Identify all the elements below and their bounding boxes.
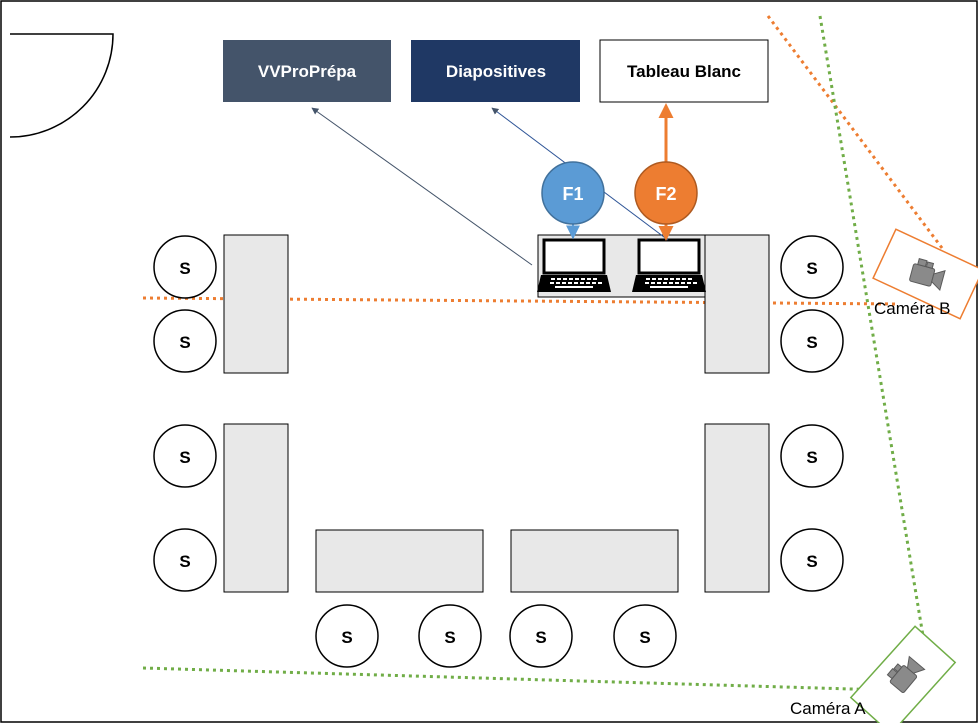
screen-tableau-blanc: Tableau Blanc <box>599 39 769 103</box>
screen-vvpropepa: VVProPrépa <box>223 40 391 102</box>
table-bottom-left <box>315 529 484 593</box>
seat-label: S <box>179 552 190 571</box>
table-bottom-right <box>510 529 679 593</box>
arrow-laptop-to-vvpropepa <box>311 107 533 266</box>
seat-label: S <box>444 628 455 647</box>
seat-label: S <box>806 448 817 467</box>
laptop-icon <box>630 238 708 294</box>
screen-vvpropepa-label: VVProPrépa <box>258 62 357 81</box>
seat: S <box>418 604 482 668</box>
seat-label: S <box>179 259 190 278</box>
seat: S <box>613 604 677 668</box>
seat-label: S <box>179 448 190 467</box>
seat-label: S <box>341 628 352 647</box>
seats: S S S S S S S S S S S S <box>153 235 844 668</box>
camera-b-label: Caméra B <box>874 299 951 318</box>
seat: S <box>153 235 217 299</box>
table-right-bottom <box>704 423 770 593</box>
camera-a-sightlines <box>142 15 929 692</box>
table-left-top <box>223 234 289 374</box>
seat: S <box>153 309 217 373</box>
camera-b <box>872 228 978 320</box>
seat: S <box>315 604 379 668</box>
screen-tableau-blanc-label: Tableau Blanc <box>627 62 741 81</box>
seat-label: S <box>806 552 817 571</box>
seat: S <box>780 235 844 299</box>
seat: S <box>153 528 217 592</box>
facilitator-f1-label: F1 <box>562 184 583 204</box>
door-swing <box>9 33 114 138</box>
seat: S <box>780 309 844 373</box>
laptop-icon <box>535 238 613 294</box>
seat-label: S <box>535 628 546 647</box>
table-left-bottom <box>223 423 289 593</box>
screen-diapositives: Diapositives <box>411 40 580 102</box>
seat: S <box>780 528 844 592</box>
seat-label: S <box>806 333 817 352</box>
facilitator-f2: F2 <box>634 161 698 225</box>
seat: S <box>780 424 844 488</box>
seat-label: S <box>179 333 190 352</box>
seat-label: S <box>639 628 650 647</box>
screen-diapositives-label: Diapositives <box>446 62 546 81</box>
seat: S <box>509 604 573 668</box>
camera-a <box>849 625 957 723</box>
table-right-top <box>704 234 770 374</box>
facilitator-f1: F1 <box>541 161 605 225</box>
seat-label: S <box>806 259 817 278</box>
camera-a-label: Caméra A <box>790 699 866 718</box>
facilitator-f2-label: F2 <box>655 184 676 204</box>
seat: S <box>153 424 217 488</box>
